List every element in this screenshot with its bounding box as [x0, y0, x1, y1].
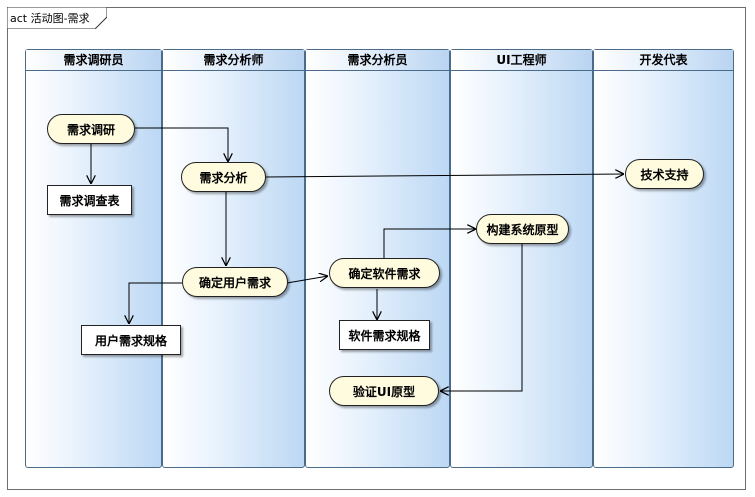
lane-header: UI工程师 [451, 50, 592, 71]
object-requirement-survey-table[interactable]: 需求调查表 [47, 185, 132, 215]
lane-developer-representative: 开发代表 [593, 49, 734, 468]
lane-header: 开发代表 [594, 50, 733, 71]
frame-title: act 活动图-需求 [10, 12, 90, 25]
object-software-requirement-spec[interactable]: 软件需求规格 [339, 320, 430, 350]
action-build-system-prototype[interactable]: 构建系统原型 [476, 214, 569, 244]
action-confirm-user-requirements[interactable]: 确定用户需求 [182, 267, 288, 297]
action-requirement-research[interactable]: 需求调研 [47, 114, 135, 144]
lane-header: 需求调研员 [26, 50, 161, 71]
action-verify-ui-prototype[interactable]: 验证UI原型 [329, 376, 439, 406]
object-user-requirement-spec[interactable]: 用户需求规格 [81, 325, 181, 355]
action-requirement-analysis[interactable]: 需求分析 [181, 162, 266, 192]
action-technical-support[interactable]: 技术支持 [625, 159, 704, 189]
lane-header: 需求分析员 [306, 50, 449, 71]
frame-tab [7, 7, 107, 29]
lane-header: 需求分析师 [163, 50, 304, 71]
action-confirm-software-requirements[interactable]: 确定软件需求 [329, 258, 440, 288]
lane-ui-engineer: UI工程师 [450, 49, 593, 468]
lane-requirement-researcher: 需求调研员 [25, 49, 162, 468]
lane-requirement-analyst-lead: 需求分析师 [162, 49, 305, 468]
